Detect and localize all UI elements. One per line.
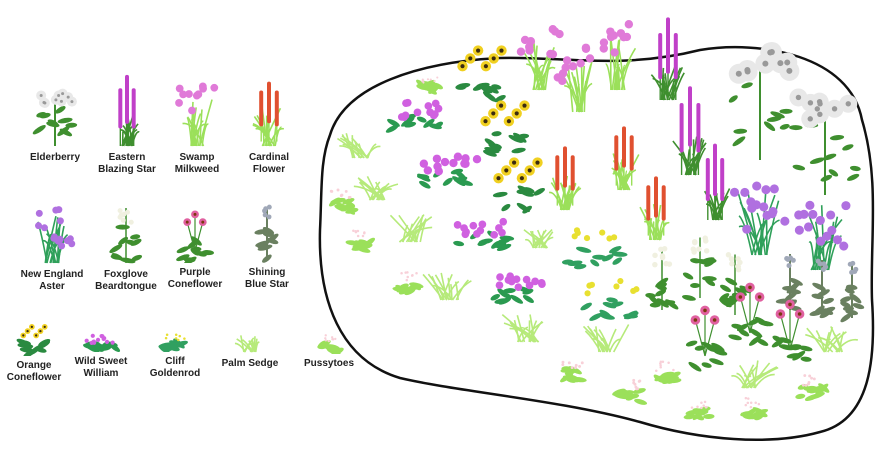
legend-label: Foxglove Beardtongue — [95, 269, 157, 292]
garden-bed-outline — [318, 45, 875, 441]
foxglove-beardtongue-icon — [109, 208, 143, 264]
bed-plantings — [328, 17, 865, 421]
shining-blue-star-icon — [254, 204, 279, 263]
legend-label: Swamp Milkweed — [174, 152, 220, 175]
legend-label: Cardinal Flower — [248, 152, 289, 175]
legend-label: Eastern Blazing Star — [98, 152, 156, 175]
legend-pussytoes: Pussytoes — [294, 308, 364, 370]
swamp-milkweed-icon — [175, 82, 219, 147]
legend-label: Orange Coneflower — [6, 360, 62, 383]
legend-label: Wild Sweet William — [74, 356, 128, 379]
cardinal-flower-icon — [252, 81, 285, 147]
legend-cliff-goldenrod: Cliff Goldenrod — [142, 312, 208, 380]
legend-foxglove-beardtongue: Foxglove Beardtongue — [88, 195, 164, 293]
palm-sedge-icon — [234, 335, 260, 353]
legend-orange-coneflower: Orange Coneflower — [2, 306, 66, 384]
legend-label: Palm Sedge — [221, 358, 279, 369]
wild-sweet-william-icon — [83, 333, 121, 352]
legend-label: Pussytoes — [303, 358, 355, 369]
orange-coneflower-icon — [16, 324, 51, 356]
purple-coneflower-icon — [176, 210, 215, 263]
legend-purple-coneflower: Purple Coneflower — [160, 195, 230, 291]
legend-label: New England Aster — [20, 269, 84, 292]
legend-label: Elderberry — [29, 152, 81, 163]
eastern-blazing-star-icon — [118, 74, 140, 147]
legend-shining-blue-star: Shining Blue Star — [232, 195, 302, 291]
legend-elderberry: Elderberry — [20, 78, 90, 164]
legend-eastern-blazing-star: Eastern Blazing Star — [92, 70, 162, 176]
legend-label: Purple Coneflower — [167, 267, 223, 290]
legend-palm-sedge: Palm Sedge — [212, 312, 288, 370]
legend-swamp-milkweed: Swamp Milkweed — [162, 70, 232, 176]
pussytoes-icon — [317, 334, 344, 354]
legend-new-england-aster: New England Aster — [14, 195, 90, 293]
legend-cardinal-flower: Cardinal Flower — [234, 70, 304, 176]
legend-label: Shining Blue Star — [245, 267, 289, 290]
legend-wild-sweet-william: Wild Sweet William — [66, 310, 136, 380]
cliff-goldenrod-icon — [158, 333, 188, 352]
new-england-aster-icon — [35, 206, 76, 264]
elderberry-icon — [32, 88, 78, 146]
legend-label: Cliff Goldenrod — [149, 356, 201, 379]
